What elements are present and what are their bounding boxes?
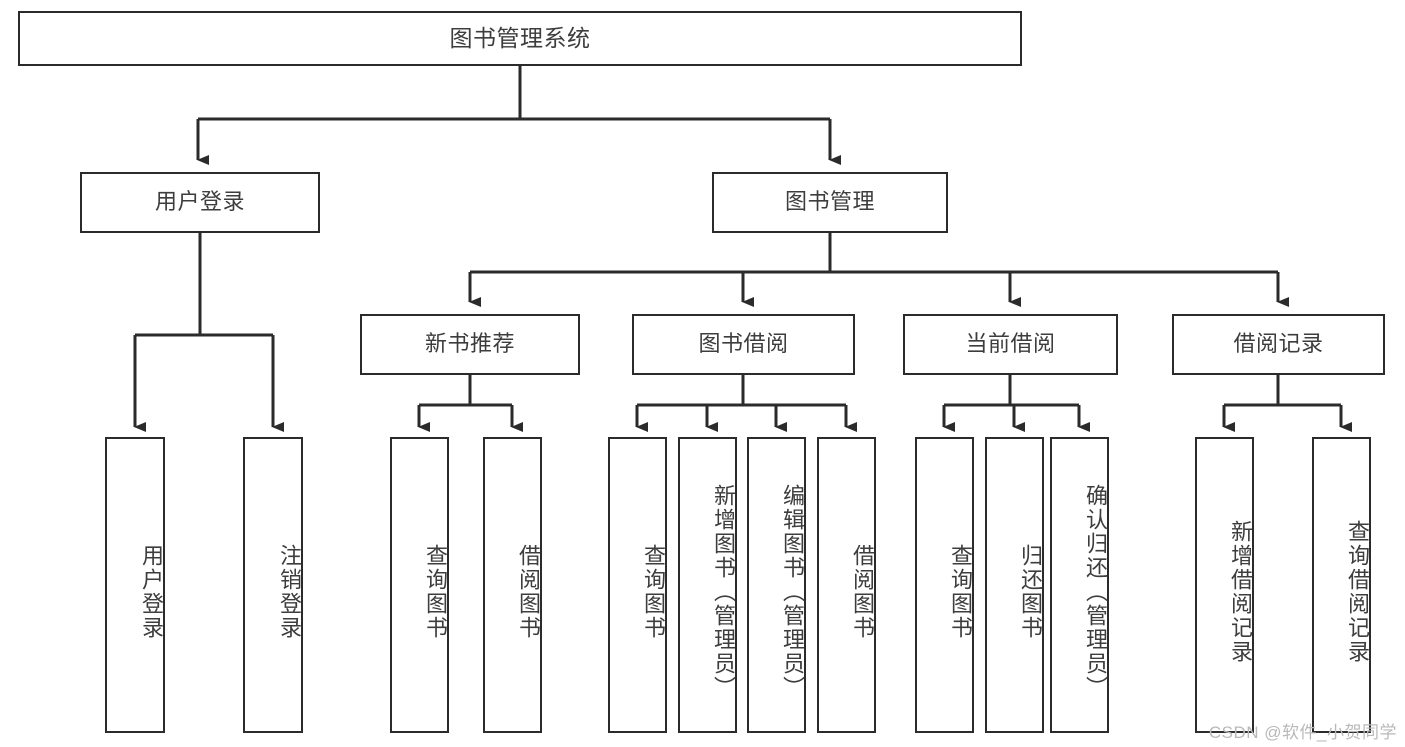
- node-book-borrow[interactable]: 图书借阅: [632, 314, 855, 375]
- leaf-query-book-borrow[interactable]: 查询图书: [608, 437, 667, 733]
- leaf-logout[interactable]: 注销登录: [243, 437, 303, 733]
- watermark: CSDN @软件_小贺同学: [1208, 723, 1397, 742]
- node-user-login[interactable]: 用户登录: [80, 172, 320, 233]
- leaf-edit-book-admin[interactable]: 编辑图书（管理员）: [747, 437, 806, 733]
- node-book-management[interactable]: 图书管理: [712, 172, 948, 233]
- leaf-borrow-book-recommend[interactable]: 借阅图书: [483, 437, 542, 733]
- leaf-borrow-book[interactable]: 借阅图书: [817, 437, 876, 733]
- leaf-return-book[interactable]: 归还图书: [985, 437, 1044, 733]
- leaf-query-book-recommend[interactable]: 查询图书: [390, 437, 449, 733]
- leaf-query-book-current[interactable]: 查询图书: [915, 437, 974, 733]
- leaf-add-borrow-record[interactable]: 新增借阅记录: [1195, 437, 1254, 733]
- leaf-add-book-admin[interactable]: 新增图书（管理员）: [678, 437, 737, 733]
- node-current-borrow[interactable]: 当前借阅: [903, 314, 1118, 375]
- node-borrow-record[interactable]: 借阅记录: [1172, 314, 1385, 375]
- node-root-book-system[interactable]: 图书管理系统: [18, 11, 1022, 66]
- leaf-user-login[interactable]: 用户登录: [105, 437, 165, 733]
- leaf-confirm-return-admin[interactable]: 确认归还（管理员）: [1050, 437, 1109, 733]
- leaf-query-borrow-record[interactable]: 查询借阅记录: [1312, 437, 1371, 733]
- node-new-book-recommend[interactable]: 新书推荐: [360, 314, 580, 375]
